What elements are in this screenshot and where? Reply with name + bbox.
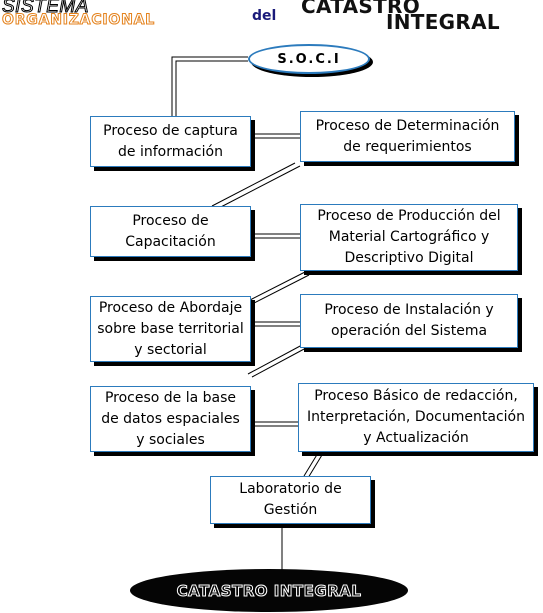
- box-redaccion: Proceso Básico de redacción, Interpretac…: [298, 383, 534, 452]
- box-determinacion-line-2: de requerimientos: [343, 138, 472, 155]
- box-laboratorio-line-1: Laboratorio de: [239, 481, 342, 497]
- box-captura: Proceso de captura de información: [90, 116, 251, 167]
- box-abordaje-line-2: sobre base territorial: [97, 320, 244, 337]
- connector-determinacion-capacitacion: [211, 162, 296, 207]
- box-abordaje-text: Proceso de Abordaje sobre base territori…: [97, 298, 244, 361]
- box-instalacion-line-1: Proceso de Instalación y: [324, 302, 494, 318]
- box-produccion: Proceso de Producción del Material Carto…: [300, 204, 518, 271]
- box-instalacion-line-2: operación del Sistema: [330, 323, 488, 339]
- box-base-datos-line-2: de datos espaciales: [101, 410, 240, 427]
- box-captura-line-2: de información: [118, 143, 223, 160]
- header-catastro: CATASTRO: [301, 0, 421, 18]
- connector-determinacion-capacitacion-inner: [216, 165, 301, 210]
- connector-redaccion-laboratorio-inner: [307, 454, 323, 479]
- connector-redaccion-laboratorio: [303, 452, 319, 477]
- connector-soci-captura: [171, 56, 248, 117]
- box-determinacion-text: Proceso de Determinación de requerimient…: [316, 116, 500, 158]
- box-abordaje: Proceso de Abordaje sobre base territori…: [90, 296, 251, 362]
- box-produccion-line-2: Material Cartográfico y: [328, 229, 490, 245]
- box-capacitacion: Proceso de Capacitación: [90, 206, 251, 257]
- box-redaccion-line-3: y Actualización: [363, 430, 469, 446]
- box-laboratorio-text: Laboratorio de Gestión: [239, 479, 341, 521]
- box-captura-text: Proceso de captura de información: [103, 121, 238, 163]
- box-captura-line-1: Proceso de captura: [103, 122, 238, 139]
- box-instalacion-text: Proceso de Instalación y operación del S…: [324, 300, 493, 342]
- connector-instalacion-basedatos-inner: [251, 347, 307, 378]
- connector-produccion-abordaje: [249, 271, 306, 301]
- box-produccion-line-3: Descriptivo Digital: [344, 250, 474, 266]
- box-base-datos-line-3: y sociales: [136, 431, 205, 448]
- box-determinacion-line-1: Proceso de Determinación: [315, 117, 500, 134]
- header-sistema: SISTEMA: [2, 0, 89, 18]
- soci-node: S.O.C.I: [248, 44, 370, 74]
- connector-soci-captura-inner: [175, 60, 248, 117]
- box-instalacion: Proceso de Instalación y operación del S…: [300, 294, 518, 348]
- box-base-datos: Proceso de la base de datos espaciales y…: [90, 386, 251, 452]
- header-integral: INTEGRAL: [386, 10, 500, 34]
- box-laboratorio-line-2: Gestión: [263, 502, 318, 518]
- header-del: del: [252, 8, 277, 24]
- box-redaccion-line-2: Interpretación, Documentación: [307, 409, 525, 425]
- box-laboratorio: Laboratorio de Gestión: [210, 476, 371, 524]
- box-redaccion-line-1: Proceso Básico de redacción,: [314, 388, 518, 404]
- connector-instalacion-basedatos: [247, 344, 303, 375]
- box-produccion-line-1: Proceso de Producción del: [317, 208, 501, 224]
- box-capacitacion-line-2: Capacitación: [125, 233, 216, 250]
- box-determinacion: Proceso de Determinación de requerimient…: [300, 111, 515, 162]
- box-base-datos-line-1: Proceso de la base: [104, 389, 237, 406]
- box-capacitacion-line-1: Proceso de: [132, 212, 209, 229]
- box-produccion-text: Proceso de Producción del Material Carto…: [317, 206, 500, 269]
- box-abordaje-line-1: Proceso de Abordaje: [98, 299, 243, 316]
- connector-produccion-abordaje-inner: [253, 274, 310, 304]
- header-organizacional: ORGANIZACIONAL: [2, 12, 155, 29]
- box-capacitacion-text: Proceso de Capacitación: [125, 211, 216, 253]
- box-abordaje-line-3: y sectorial: [134, 341, 207, 358]
- catastro-integral-node: CATASTRO INTEGRAL: [130, 569, 408, 612]
- box-base-datos-text: Proceso de la base de datos espaciales y…: [101, 388, 240, 451]
- box-redaccion-text: Proceso Básico de redacción, Interpretac…: [307, 386, 525, 449]
